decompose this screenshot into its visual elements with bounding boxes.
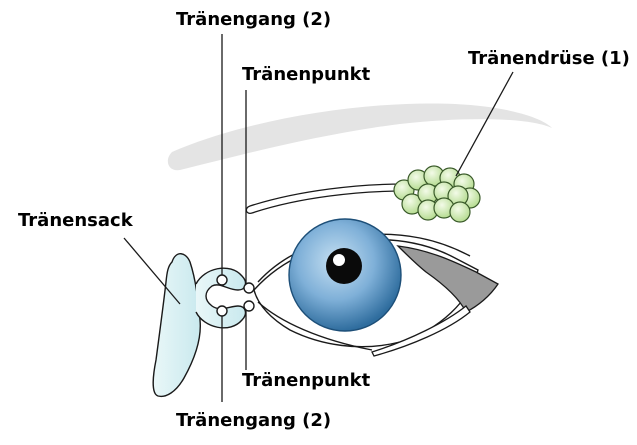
eyebrow-shape: [168, 103, 552, 170]
label-lacrimal-gland: Tränendrüse (1): [468, 50, 630, 68]
label-tear-duct-top: Tränengang (2): [176, 11, 331, 29]
lacrimal-canal-tube: [246, 184, 405, 213]
label-lacrimal-sac: Tränensack: [18, 212, 133, 230]
tear-duct-opening-upper: [217, 275, 227, 285]
label-tear-duct-bottom: Tränengang (2): [176, 412, 331, 430]
tear-duct-opening-lower: [217, 306, 227, 316]
label-tear-point-bottom: Tränenpunkt: [242, 372, 370, 390]
pupil-highlight: [333, 254, 345, 266]
tear-point-lower: [244, 301, 254, 311]
tear-point-upper: [244, 283, 254, 293]
label-tear-point-top: Tränenpunkt: [242, 66, 370, 84]
lacrimal-gland: [394, 166, 480, 222]
leader-lacrimal-gland: [456, 72, 513, 176]
lacrimal-sac: [153, 254, 200, 397]
pupil: [326, 248, 362, 284]
